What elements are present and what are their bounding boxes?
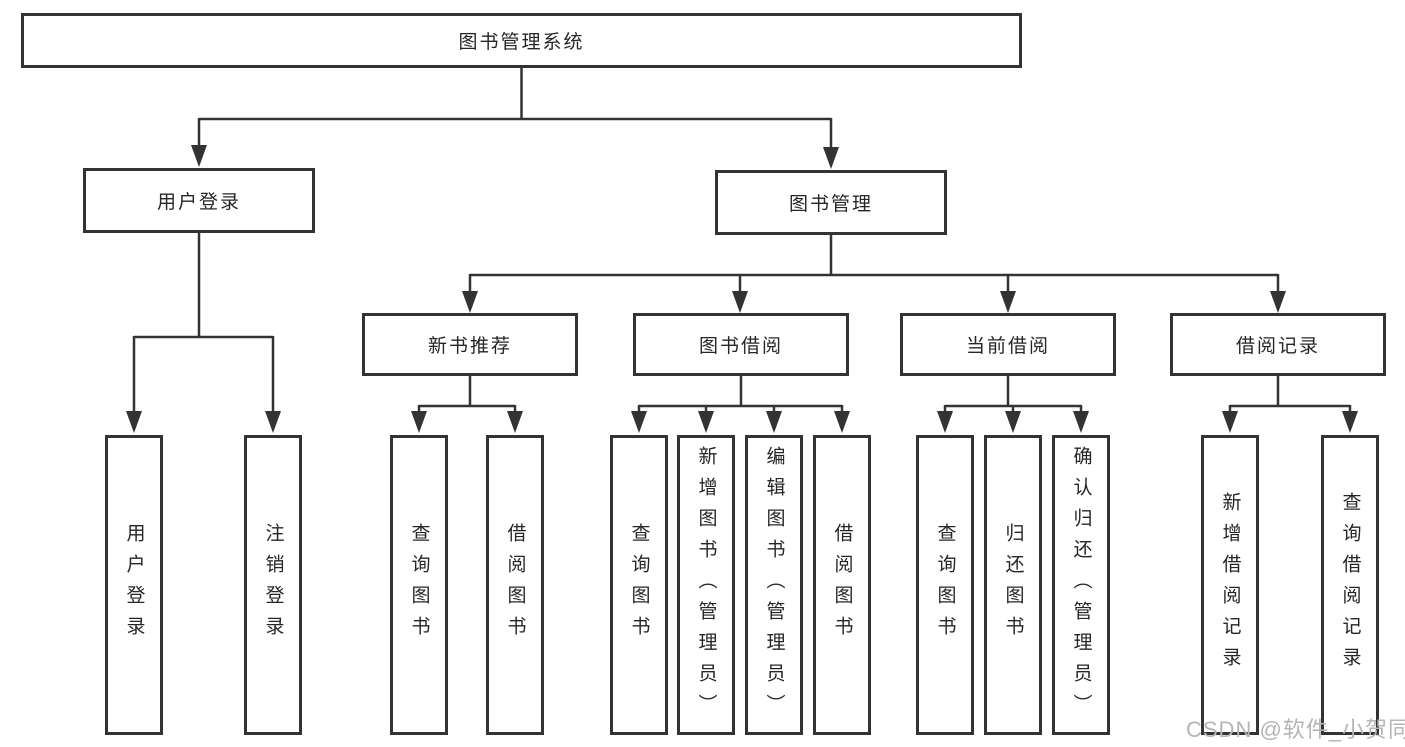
leaf-query-books-current-label: 查询图书 bbox=[934, 523, 956, 647]
leaf-borrow-books-borrowing-label: 借阅图书 bbox=[831, 523, 853, 647]
leaf-edit-book-admin: 编辑图书（管理员） bbox=[745, 435, 803, 735]
leaf-borrow-books-borrowing: 借阅图书 bbox=[813, 435, 871, 735]
leaf-query-books-recommend: 查询图书 bbox=[390, 435, 448, 735]
leaf-query-books-current: 查询图书 bbox=[916, 435, 974, 735]
node-new-book-recommendation: 新书推荐 bbox=[362, 313, 578, 376]
leaf-add-borrow-record: 新增借阅记录 bbox=[1201, 435, 1259, 735]
leaf-borrow-books-recommend-label: 借阅图书 bbox=[504, 523, 526, 647]
leaf-borrow-books-recommend: 借阅图书 bbox=[486, 435, 544, 735]
leaf-query-borrow-record-label: 查询借阅记录 bbox=[1339, 492, 1361, 678]
node-book-management: 图书管理 bbox=[715, 170, 947, 235]
leaf-add-borrow-record-label: 新增借阅记录 bbox=[1219, 492, 1241, 678]
leaf-query-books-borrowing-label: 查询图书 bbox=[628, 523, 650, 647]
leaf-confirm-return-admin: 确认归还（管理员） bbox=[1052, 435, 1110, 735]
node-book-borrowing: 图书借阅 bbox=[633, 313, 849, 376]
node-user-login: 用户登录 bbox=[83, 168, 315, 233]
leaf-logout: 注销登录 bbox=[244, 435, 302, 735]
leaf-confirm-return-admin-label: 确认归还（管理员） bbox=[1070, 445, 1092, 725]
leaf-query-books-borrowing: 查询图书 bbox=[610, 435, 668, 735]
leaf-query-borrow-record: 查询借阅记录 bbox=[1321, 435, 1379, 735]
leaf-query-books-recommend-label: 查询图书 bbox=[408, 523, 430, 647]
leaf-add-book-admin: 新增图书（管理员） bbox=[677, 435, 735, 735]
leaf-logout-label: 注销登录 bbox=[262, 523, 284, 647]
leaf-return-book: 归还图书 bbox=[984, 435, 1042, 735]
node-borrowing-records: 借阅记录 bbox=[1170, 313, 1386, 376]
leaf-user-login-label: 用户登录 bbox=[123, 523, 145, 647]
leaf-user-login: 用户登录 bbox=[105, 435, 163, 735]
node-root: 图书管理系统 bbox=[21, 13, 1022, 68]
node-current-borrowing: 当前借阅 bbox=[900, 313, 1116, 376]
leaf-add-book-admin-label: 新增图书（管理员） bbox=[695, 445, 717, 725]
watermark: CSDN @软件_小贺同学 bbox=[1186, 717, 1405, 742]
leaf-edit-book-admin-label: 编辑图书（管理员） bbox=[763, 445, 785, 725]
leaf-return-book-label: 归还图书 bbox=[1002, 523, 1024, 647]
